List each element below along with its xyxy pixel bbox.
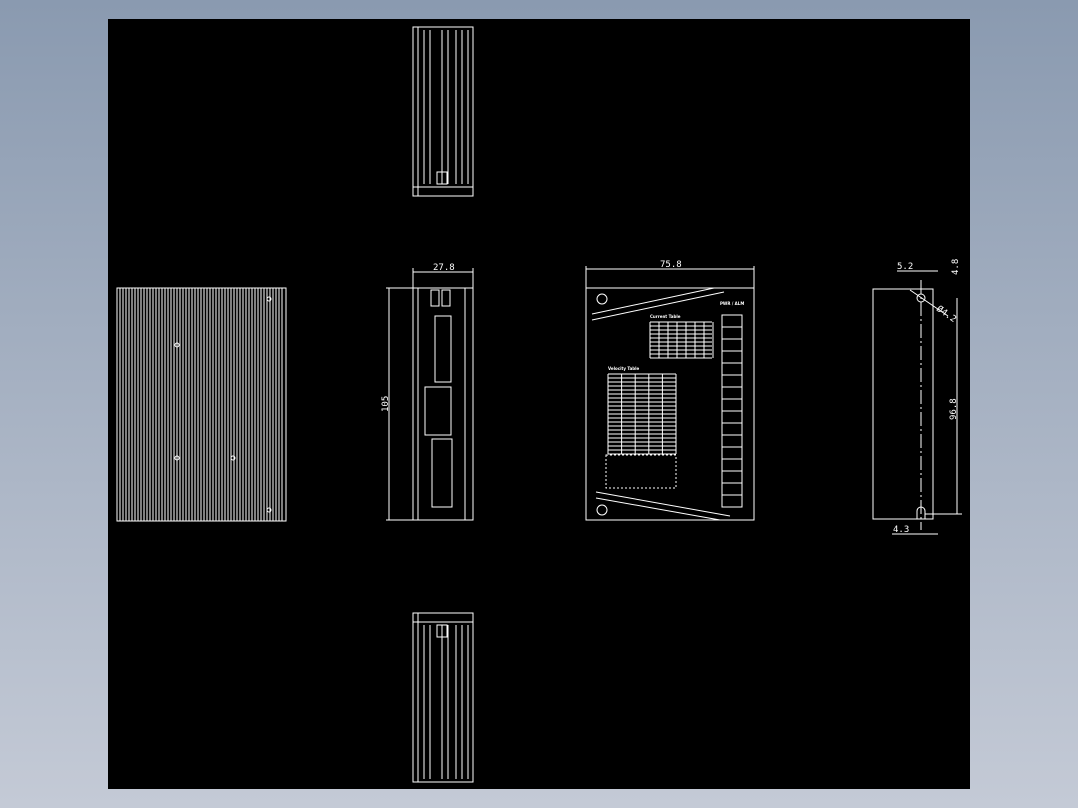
dimension-hole-offset-y: 4.8 [951,259,961,275]
heatsink-view [116,287,287,522]
front-view: 75.8 PWR / ALM Current Table Velocity Ta… [585,260,755,521]
velocity-table-title: Velocity Table [608,366,640,371]
cad-drawing-canvas[interactable]: 27.8 105 75.8 PWR / ALM Current Table Ve… [108,19,970,789]
bottom-view [412,612,474,783]
right-view: 5.2 4.8 Ø4.2 96.8 4.3 [872,259,962,535]
current-table-title: Current Table [650,314,681,319]
pwr-alm-label: PWR / ALM [720,301,744,306]
dimension-side-width: 27.8 [433,263,455,273]
dimension-slot-width: 4.3 [893,525,909,535]
side-view: 27.8 105 [381,263,474,521]
dimension-hole-offset-x: 5.2 [897,262,913,272]
cad-drawing: 27.8 105 75.8 PWR / ALM Current Table Ve… [116,26,962,783]
dimension-hole-diameter: Ø4.2 [934,303,958,324]
top-view [412,26,474,197]
dimension-side-height: 105 [381,396,391,412]
dimension-hole-spacing: 96.8 [949,398,959,420]
dimension-front-width: 75.8 [660,260,682,270]
